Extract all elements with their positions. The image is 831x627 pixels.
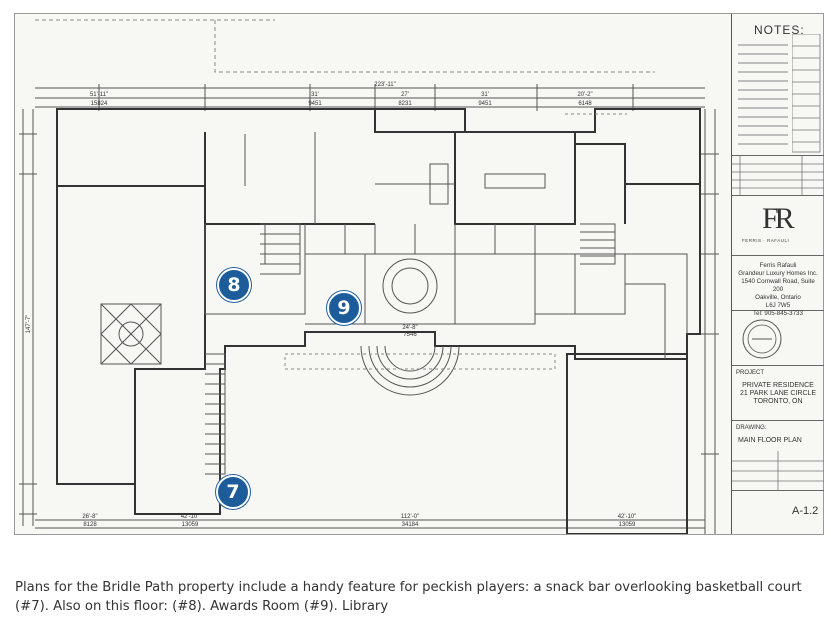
sheet-number-panel: A-1.2	[732, 491, 824, 534]
company-street: 1540 Cornwall Road, Suite 200	[741, 278, 815, 293]
dim-bottom-left-mm: 8128	[83, 522, 97, 528]
dim-center-span-mm: 7546	[403, 332, 417, 338]
project-name: PRIVATE RESIDENCE	[742, 382, 814, 389]
dim-seg1-mm: 15824	[91, 101, 108, 107]
company-phone: Tel: 905-845-3733	[753, 310, 803, 317]
drawing-label: DRAWING:	[736, 425, 767, 431]
revision-grid	[732, 156, 824, 196]
marker-9[interactable]: 9	[327, 291, 361, 325]
company-postal: L6J 7W5	[765, 302, 791, 309]
company-city: Oakville, Ontario	[755, 294, 801, 301]
project-info: PRIVATE RESIDENCE 21 PARK LANE CIRCLE TO…	[736, 382, 820, 406]
dim-seg2: 31'	[311, 92, 319, 98]
company-name: Ferris Rafauli	[759, 262, 797, 269]
revision-table	[732, 156, 824, 196]
dim-bottom-right-mm: 13059	[619, 522, 636, 528]
floor-plan-svg: 223'-11" 51'-11" 15824 31' 9451 27' 8231 31' 945…	[19, 19, 719, 534]
dim-bottom-left: 26'-8"	[82, 514, 97, 520]
dim-bottom-mid-left-mm: 13059	[182, 522, 199, 528]
dim-left-total: 147'-7"	[26, 315, 32, 334]
caption-line-1: Plans for the Bridle Path property inclu…	[15, 580, 802, 595]
dim-overall-bottom-mm: 34184	[402, 522, 419, 528]
company-logo: FR	[762, 202, 795, 235]
dim-seg3: 27'	[401, 92, 409, 98]
company-panel: Ferris Rafauli Grandeur Luxury Homes Inc…	[732, 256, 824, 317]
notes-title: NOTES:	[754, 23, 805, 37]
drawing-name: MAIN FLOOR PLAN	[738, 437, 802, 444]
dim-seg4: 31'	[481, 92, 489, 98]
logo-panel: FR FERRIS · RAFAULI	[732, 196, 824, 256]
dim-overall-bottom: 112'-0"	[401, 514, 419, 520]
image-caption: Plans for the Bridle Path property inclu…	[15, 578, 821, 616]
dim-center-span: 24'-8"	[402, 325, 417, 331]
project-panel: PROJECT PRIVATE RESIDENCE 21 PARK LANE C…	[732, 366, 824, 421]
project-label: PROJECT	[736, 370, 765, 376]
dim-seg4-mm: 9451	[478, 101, 492, 107]
sheet-number: A-1.2	[792, 505, 819, 517]
drawing-meta-grid	[732, 451, 824, 491]
dim-seg5: 20'-2"	[577, 92, 592, 98]
architect-stamp	[742, 319, 782, 359]
notes-grid	[792, 34, 821, 153]
floor-plan-drawing: 223'-11" 51'-11" 15824 31' 9451 27' 8231 31' 945…	[15, 14, 731, 534]
company-address: Ferris Rafauli Grandeur Luxury Homes Inc…	[736, 262, 820, 318]
dim-bottom-right: 42'-10"	[618, 514, 637, 520]
project-city: TORONTO, ON	[753, 398, 803, 405]
title-block: NOTES: FR FERRIS · RAFAULI	[731, 14, 824, 534]
marker-8[interactable]: 8	[217, 268, 251, 302]
drawing-panel: DRAWING: MAIN FLOOR PLAN	[732, 421, 824, 491]
dim-seg2-mm: 9451	[308, 101, 322, 107]
project-address: 21 PARK LANE CIRCLE	[739, 390, 817, 397]
dim-bottom-mid-left: 42'-10"	[181, 514, 200, 520]
company-legal-name: Grandeur Luxury Homes Inc.	[738, 270, 818, 277]
dim-seg3-mm: 8231	[398, 101, 412, 107]
seal-panel	[732, 311, 824, 366]
dim-overall-top: 223'-11"	[374, 82, 396, 88]
marker-7[interactable]: 7	[216, 475, 250, 509]
caption-line-2: (#7). Also on this floor: (#8). Awards R…	[15, 599, 389, 614]
dim-seg1: 51'-11"	[90, 92, 108, 98]
notes-panel: NOTES:	[732, 14, 824, 156]
company-logo-subtitle: FERRIS · RAFAULI	[742, 238, 790, 243]
floor-plan-sheet: 223'-11" 51'-11" 15824 31' 9451 27' 8231 31' 945…	[14, 13, 824, 535]
notes-text-lines	[738, 44, 788, 152]
dim-seg5-mm: 6148	[578, 101, 592, 107]
